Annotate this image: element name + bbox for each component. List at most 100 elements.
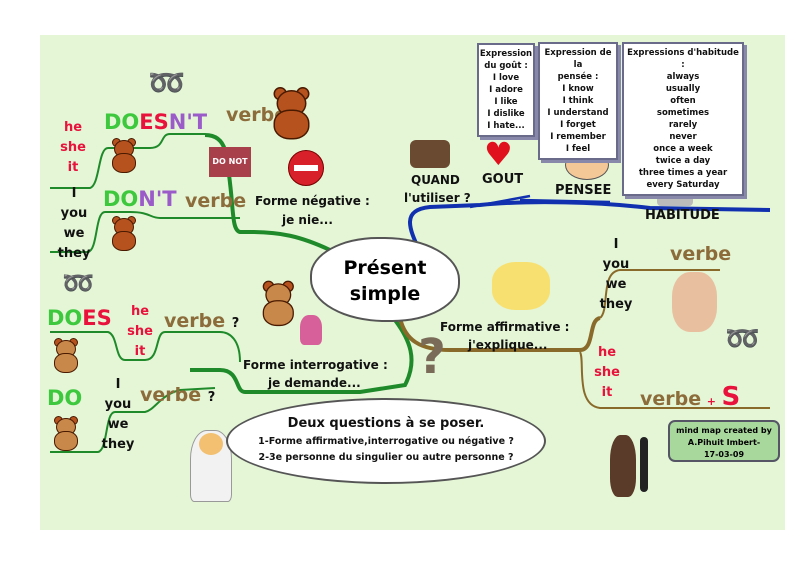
bubble-question-2: 2-3e personne du singulier ou autre pers…	[258, 452, 514, 463]
expression-item: twice a day	[655, 156, 711, 166]
pronoun: you	[104, 397, 132, 412]
interrogative-branch-sublabel: je demande...	[268, 376, 361, 390]
negative-branch-sublabel: je nie...	[282, 213, 333, 227]
pronoun: they	[57, 246, 91, 261]
stop-sign-text: DO NOT	[212, 157, 248, 166]
girl-with-bear-picture	[300, 315, 322, 345]
expression-item: I know	[562, 84, 594, 94]
usage-branch-sublabel: l'utiliser ?	[404, 191, 471, 205]
gout-label: GOUT	[482, 172, 524, 187]
pronoun: I	[115, 377, 121, 392]
doctor-picture	[190, 430, 232, 502]
interrogative-third-person-pronouns: he she it	[125, 302, 155, 362]
pronoun: it	[67, 160, 79, 175]
center-topic: Présent simple	[310, 237, 460, 322]
expression-item: sometimes	[656, 108, 710, 118]
interrogative-do-branch	[50, 387, 216, 453]
verb: verbe	[140, 384, 202, 406]
expression-item: I love	[492, 73, 520, 83]
aux-part: DO	[47, 306, 83, 330]
expression-item: often	[670, 96, 696, 106]
aux-part: DO	[103, 187, 139, 211]
pronoun: I	[613, 237, 619, 252]
pronoun: they	[599, 297, 633, 312]
pronoun: he	[63, 120, 83, 135]
aux-part: DO	[104, 110, 140, 134]
expression-item: I adore	[489, 85, 523, 95]
negative-dont-branch	[50, 211, 240, 253]
running-girl-picture	[492, 262, 550, 310]
negative-branch-label: Forme négative :	[255, 194, 370, 208]
center-title-line2: simple	[349, 283, 421, 305]
snake-icon: ➿	[148, 66, 186, 101]
box-title: Expression de la	[544, 48, 612, 70]
affirmative-third-branch	[579, 351, 770, 409]
center-title-line1: Présent	[343, 257, 427, 279]
snake-icon: ➿	[62, 269, 95, 299]
usage-branch-label: QUAND	[411, 173, 460, 187]
expression-item: every Saturday	[646, 180, 720, 190]
aux-part: N'T	[138, 187, 177, 211]
interrogative-branch-label: Forme interrogative :	[243, 358, 388, 372]
affirmative-other-pronouns: I you we they	[598, 235, 634, 315]
bubble-question-1: 1-Forme affirmative,interrogative ou nég…	[258, 436, 514, 447]
pronoun: she	[127, 324, 153, 339]
question-mark: ?	[207, 390, 216, 405]
expression-item: I think	[562, 96, 594, 106]
negative-aux-doesnt: DOESN'T	[104, 110, 207, 134]
question-mark-icon: ?	[418, 329, 446, 385]
interrogative-aux-does: DOES	[47, 306, 112, 330]
interrogative-verb-label: verbe ?	[140, 384, 215, 406]
pronoun: he	[597, 345, 617, 360]
pronoun: she	[594, 365, 620, 380]
pronoun: you	[602, 257, 630, 272]
expression-item: usually	[665, 84, 701, 94]
pronoun: we	[605, 277, 627, 292]
interrogative-aux-do: DO	[47, 386, 83, 410]
gout-expressions-box: Expression du goût : I love I adore I li…	[477, 43, 535, 137]
affirmative-branch-label: Forme affirmative :	[440, 320, 570, 334]
aux-part: ES	[82, 306, 112, 330]
usage-pensee-branch	[519, 198, 611, 204]
do-not-sign-picture: DO NOT	[209, 147, 251, 177]
expression-item: never	[669, 132, 697, 142]
aux-part: ES	[139, 110, 169, 134]
heart-icon: ♥	[484, 135, 513, 173]
s-suffix: S	[721, 382, 741, 412]
boy-face-picture	[672, 272, 717, 332]
usage-gout-branch	[469, 194, 531, 209]
verb: verbe	[640, 388, 702, 410]
interrogative-main-branch	[190, 318, 414, 394]
box-title: du goût :	[484, 61, 528, 71]
pronoun: she	[60, 140, 86, 155]
no-entry-sign-icon	[288, 150, 324, 186]
credit-line: mind map created by	[676, 426, 772, 435]
pensee-label: PENSEE	[555, 183, 612, 198]
pronoun: we	[63, 226, 85, 241]
expression-item: three times a year	[638, 168, 728, 178]
affirmative-verb-label: verbe	[670, 243, 732, 265]
snake-icon: ➿	[725, 322, 760, 355]
affirmative-verb-plus-s: verbe + S	[640, 382, 740, 412]
interrogative-does-branch	[50, 331, 241, 363]
aux-part: N'T	[168, 110, 208, 134]
expression-item: rarely	[668, 120, 698, 130]
questions-speech-bubble: Deux questions à se poser. 1-Forme affir…	[226, 398, 546, 484]
negative-aux-dont: DON'T	[103, 187, 177, 211]
teddy-bear-icon	[268, 87, 313, 140]
habitude-label: HABITUDE	[645, 208, 720, 223]
usage-main-branch	[408, 200, 771, 253]
expression-item: once a week	[653, 144, 713, 154]
pronoun: you	[60, 206, 88, 221]
expression-item: I remember	[550, 132, 606, 142]
expression-item: I like	[494, 97, 518, 107]
interrogative-verb-label: verbe ?	[164, 310, 239, 332]
pronoun: it	[134, 344, 146, 359]
question-mark: ?	[231, 316, 240, 331]
teddy-bear-icon	[50, 416, 80, 451]
verb: verbe	[164, 310, 226, 332]
pronoun: it	[601, 385, 613, 400]
box-title: pensée :	[557, 72, 599, 82]
box-title: Expressions d'habitude :	[627, 48, 739, 70]
pronoun: I	[71, 186, 77, 201]
